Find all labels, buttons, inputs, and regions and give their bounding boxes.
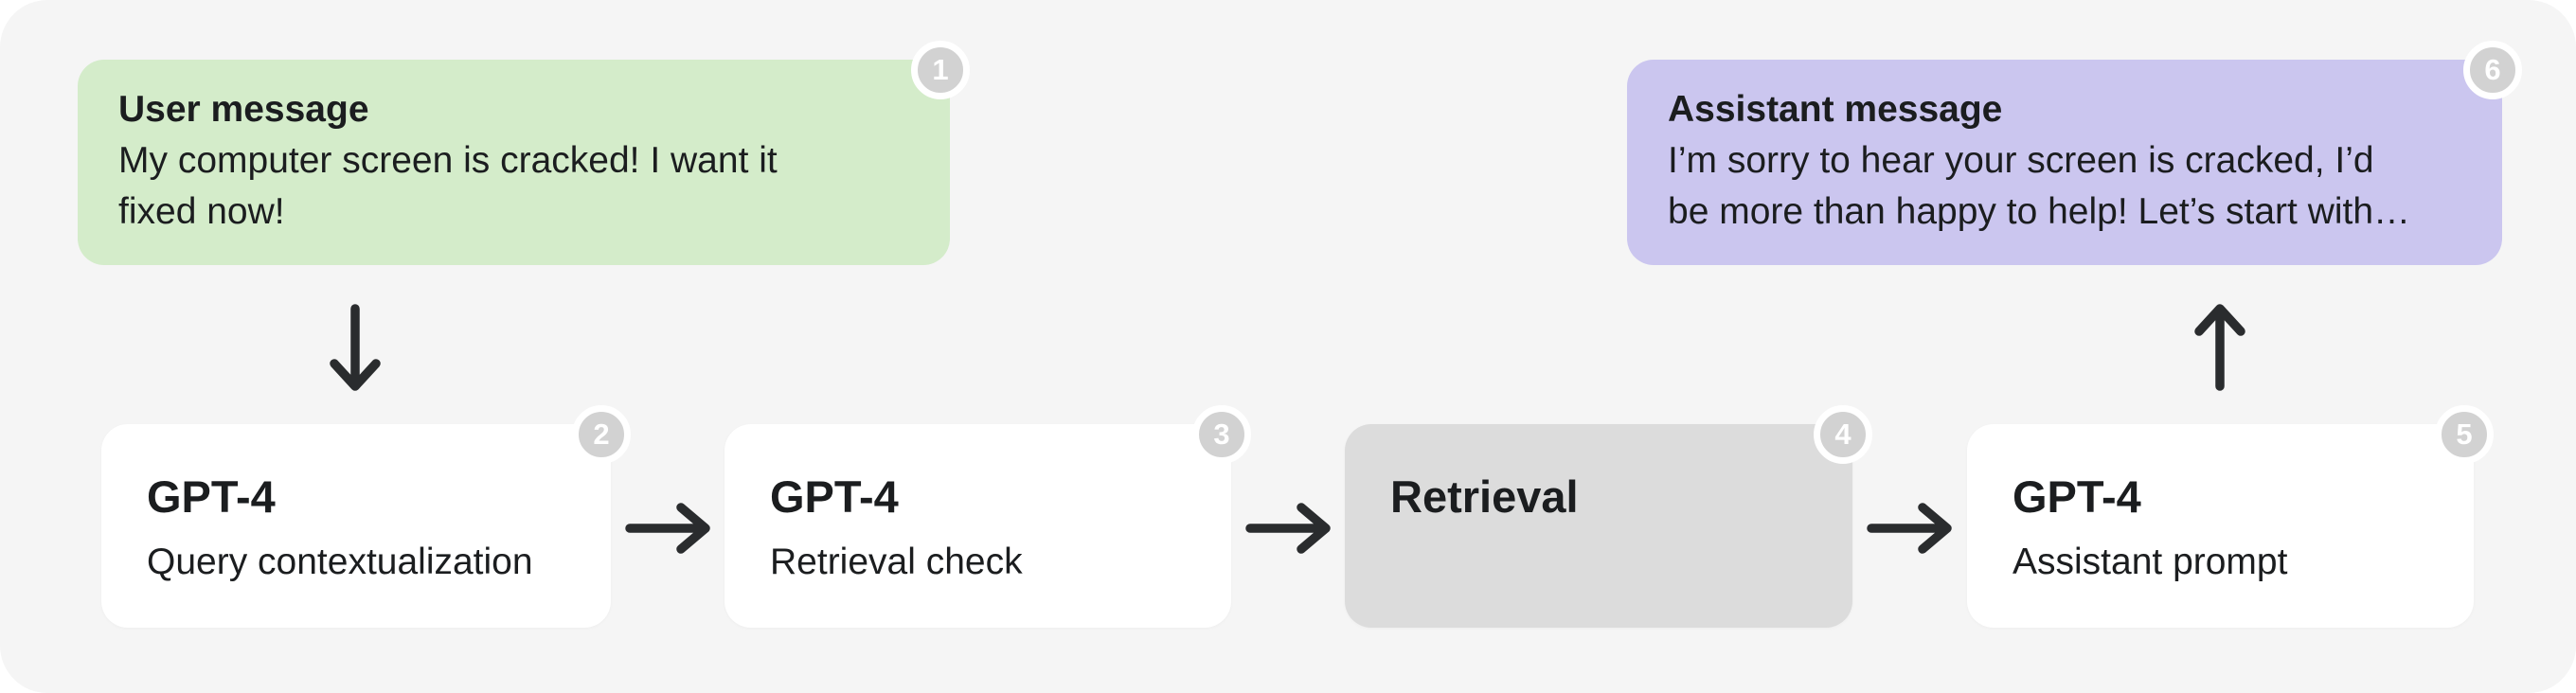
step-badge-5: 5 xyxy=(2435,405,2494,464)
step-badge-1: 1 xyxy=(911,41,970,99)
arrow-right-icon-1 xyxy=(625,503,710,554)
step-badge-6: 6 xyxy=(2463,41,2522,99)
arrow-down-icon xyxy=(330,304,381,391)
step-title: GPT-4 xyxy=(770,471,899,522)
step-title: GPT-4 xyxy=(147,471,276,522)
arrow-right-icon-2 xyxy=(1245,503,1331,554)
user-message-text-line-2: fixed now! xyxy=(118,191,285,232)
step-badge-2: 2 xyxy=(572,405,631,464)
assistant-message-text-line-1: I’m sorry to hear your screen is cracked… xyxy=(1668,140,2374,181)
user-message-card: 1 User message My computer screen is cra… xyxy=(78,41,970,265)
assistant-message-title: Assistant message xyxy=(1668,89,2003,130)
step-card-retrieval: 4 Retrieval xyxy=(1345,405,1872,628)
step-badge-3: 3 xyxy=(1192,405,1251,464)
step-title: GPT-4 xyxy=(2012,471,2141,522)
step-card-gpt4-retrieval-check: 3 GPT-4 Retrieval check xyxy=(724,405,1251,628)
assistant-message-text-line-2: be more than happy to help! Let’s start … xyxy=(1668,191,2411,232)
arrow-up-icon xyxy=(2194,304,2245,391)
user-message-text-line-1: My computer screen is cracked! I want it xyxy=(118,140,778,181)
step-subtitle: Assistant prompt xyxy=(2012,542,2288,582)
step-badge-4: 4 xyxy=(1814,405,1872,464)
step-subtitle: Query contextualization xyxy=(147,542,533,582)
user-message-title: User message xyxy=(118,89,369,130)
step-title: Retrieval xyxy=(1390,471,1579,522)
step-subtitle: Retrieval check xyxy=(770,542,1023,582)
step-card-gpt4-query-contextualization: 2 GPT-4 Query contextualization xyxy=(101,405,631,628)
assistant-message-card: 6 Assistant message I’m sorry to hear yo… xyxy=(1627,41,2522,265)
arrow-right-icon-3 xyxy=(1867,503,1952,554)
step-card-gpt4-assistant-prompt: 5 GPT-4 Assistant prompt xyxy=(1967,405,2494,628)
